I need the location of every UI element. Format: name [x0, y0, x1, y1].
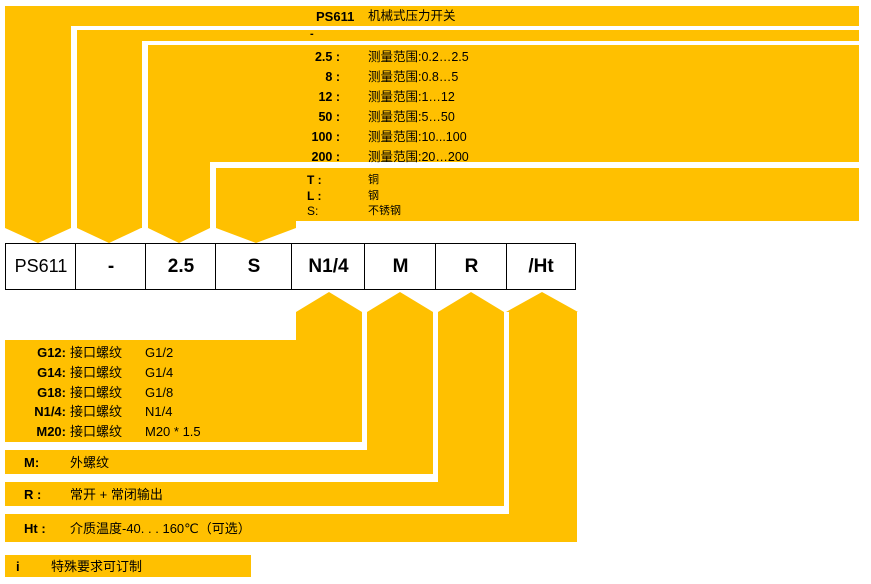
material-block	[216, 168, 859, 221]
connection-thread: M20 * 1.5	[145, 424, 201, 439]
separator-bar	[77, 30, 859, 41]
thread-arrow	[367, 292, 433, 312]
code-cell-separator: -	[75, 243, 147, 290]
separator-arrow	[77, 228, 141, 243]
connection-code: G18:	[37, 385, 66, 400]
range-desc: 测量范围:1…12	[368, 90, 455, 104]
header-bar	[5, 6, 859, 26]
material-column	[216, 168, 296, 228]
connection-thread: G1/4	[145, 365, 174, 380]
range-desc: 测量范围:20…200	[368, 150, 469, 164]
range-code: 12 :	[318, 90, 340, 104]
connection-block	[5, 340, 362, 442]
connection-desc: 接口螺纹	[70, 385, 123, 400]
connection-code: N1/4:	[34, 404, 66, 419]
material-desc: 铜	[368, 174, 379, 186]
connection-desc: 接口螺纹	[70, 345, 123, 360]
output-column	[438, 312, 504, 506]
material-desc: 不锈钢	[368, 205, 401, 217]
range-code: 50 :	[318, 110, 340, 124]
temperature-block	[5, 514, 577, 542]
connection-desc: 接口螺纹	[70, 365, 123, 380]
range-desc: 测量范围:5…50	[368, 110, 455, 124]
connection-thread: G1/8	[145, 385, 174, 400]
range-arrow	[148, 228, 210, 243]
connection-code: M20:	[36, 424, 66, 439]
custom-code: i	[16, 559, 20, 574]
temperature-column	[509, 312, 577, 542]
connection-desc: 接口螺纹	[70, 424, 123, 439]
thread-block	[5, 450, 433, 474]
range-desc: 测量范围:0.8…5	[368, 70, 459, 84]
connection-code: G14:	[37, 365, 66, 380]
output-arrow	[438, 292, 504, 312]
output-desc: 常开 + 常闭输出	[70, 487, 163, 502]
custom-block	[5, 555, 251, 577]
connection-thread: G1/2	[145, 345, 174, 360]
separator-label: -	[310, 28, 314, 40]
output-code: R :	[24, 487, 42, 502]
connection-desc: 接口螺纹	[70, 404, 123, 419]
code-cell-output: R	[435, 243, 508, 290]
temperature-arrow	[506, 292, 578, 312]
connection-arrow	[296, 292, 362, 312]
material-desc: 钢	[368, 190, 379, 202]
thread-code: M:	[24, 455, 40, 470]
code-cell-connection: N1/4	[291, 243, 366, 290]
material-code: L :	[307, 189, 322, 203]
material-code: S:	[307, 204, 319, 218]
material-arrow	[216, 228, 296, 243]
temperature-desc: 介质温度-40. . . 160℃（可选）	[70, 521, 251, 536]
connection-thread: N1/4	[145, 404, 173, 419]
connection-code: G12:	[37, 345, 66, 360]
custom-desc: 特殊要求可订制	[51, 559, 143, 574]
range-code: 100 :	[311, 130, 341, 144]
temperature-code: Ht :	[24, 521, 46, 536]
code-cell-temperature: /Ht	[506, 243, 576, 290]
model-arrow	[5, 228, 71, 243]
separator-column	[77, 30, 142, 228]
range-code: 8 :	[325, 70, 340, 84]
code-cell-model: PS611	[5, 243, 77, 290]
material-code: T :	[307, 173, 322, 187]
range-code: 2.5 :	[314, 50, 340, 64]
range-desc: 测量范围:0.2…2.5	[368, 50, 469, 64]
header-title: 机械式压力开关	[368, 9, 456, 23]
range-block	[148, 45, 859, 162]
header-model: PS611	[316, 9, 355, 24]
range-desc: 测量范围:10...100	[368, 130, 467, 144]
output-block	[5, 482, 504, 506]
code-cell-thread: M	[364, 243, 437, 290]
thread-desc: 外螺纹	[70, 455, 110, 470]
model-column	[5, 6, 71, 228]
thread-column	[367, 312, 433, 474]
code-cell-material: S	[215, 243, 293, 290]
range-column	[148, 45, 210, 228]
code-cell-range: 2.5	[145, 243, 217, 290]
range-code: 200 :	[311, 150, 341, 164]
